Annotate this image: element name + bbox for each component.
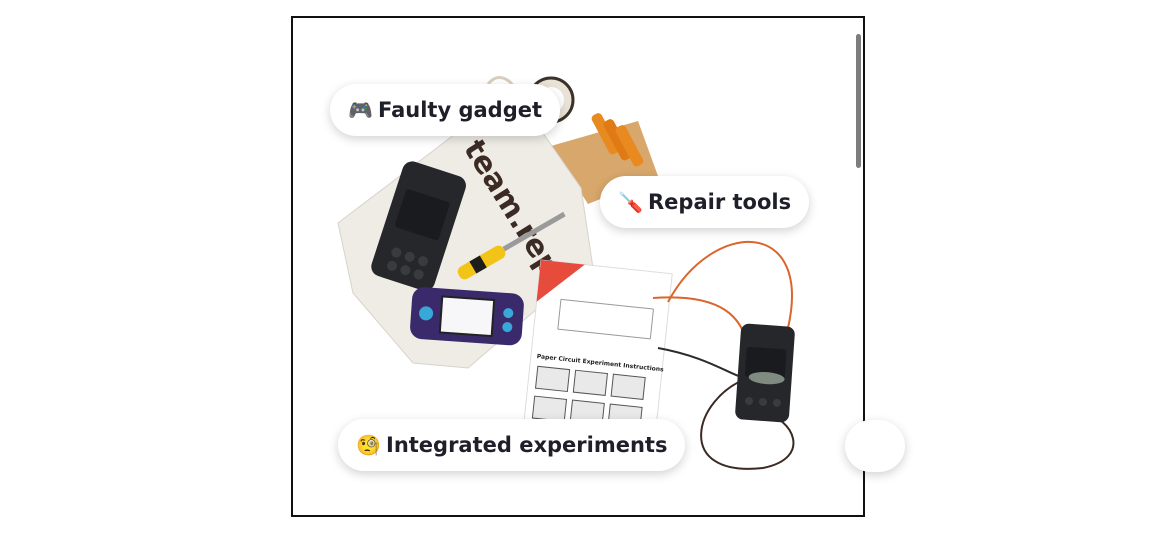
gadget-circuit-image <box>735 323 795 423</box>
monocle-face-icon: 🧐 <box>356 433 381 457</box>
scrollbar-thumb[interactable] <box>856 34 861 168</box>
tag-faulty-gadget-label: Faulty gadget <box>378 98 543 122</box>
tag-repair-tools: 🪛 Repair tools <box>600 176 810 228</box>
handheld-console-image <box>410 287 524 346</box>
tag-offscreen <box>845 420 905 472</box>
gadget-case-image <box>371 161 466 291</box>
screwdriver-icon: 🪛 <box>618 190 643 214</box>
tag-repair-tools-label: Repair tools <box>648 190 792 214</box>
product-photo: team.repair <box>337 76 795 470</box>
tag-faulty-gadget: 🎮 Faulty gadget <box>330 84 561 136</box>
screwdriver-image <box>457 211 566 280</box>
game-controller-icon: 🎮 <box>348 98 373 122</box>
batteries-image <box>591 113 644 167</box>
tag-integrated-experiments: 🧐 Integrated experiments <box>338 419 686 471</box>
instruction-sheet-image: Paper Circuit Experiment Instructions <box>522 259 673 444</box>
tag-integrated-experiments-label: Integrated experiments <box>386 433 668 457</box>
